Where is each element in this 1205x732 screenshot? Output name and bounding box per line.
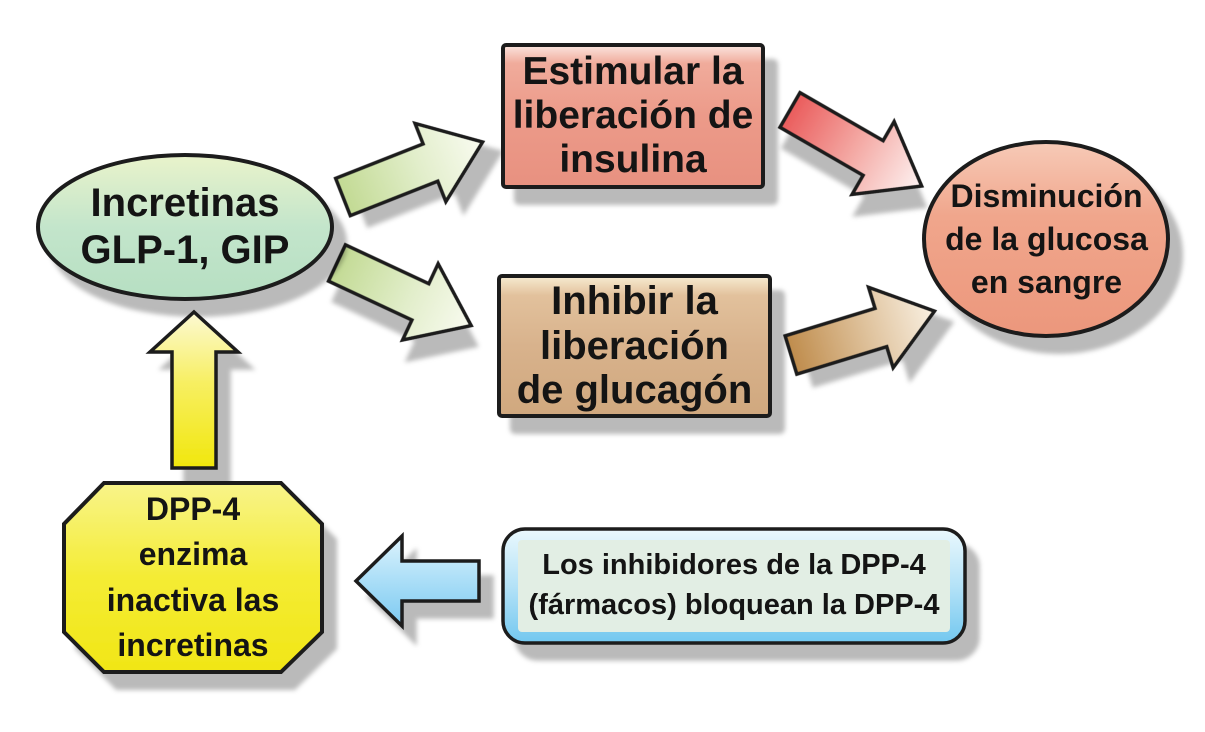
inhibir-glucagon-box — [497, 274, 772, 418]
arrow-incretinas-to-estimular — [333, 120, 486, 218]
incretinas-ellipse — [36, 153, 334, 301]
disminucion-glucosa-ellipse — [922, 140, 1170, 338]
arrow-incretinas-to-inhibir — [326, 242, 474, 343]
arrow-inhibidores-to-dpp4 — [353, 531, 481, 631]
arrow-estimular-to-disminucion — [777, 90, 925, 197]
arrow-dpp4-to-incretinas — [145, 309, 243, 470]
estimular-insulina-box — [501, 43, 765, 189]
arrow-inhibir-to-disminucion — [782, 284, 938, 377]
inhibidores-dpp4-box-panel — [518, 540, 950, 632]
dpp4-enzima-octagon — [62, 481, 324, 674]
